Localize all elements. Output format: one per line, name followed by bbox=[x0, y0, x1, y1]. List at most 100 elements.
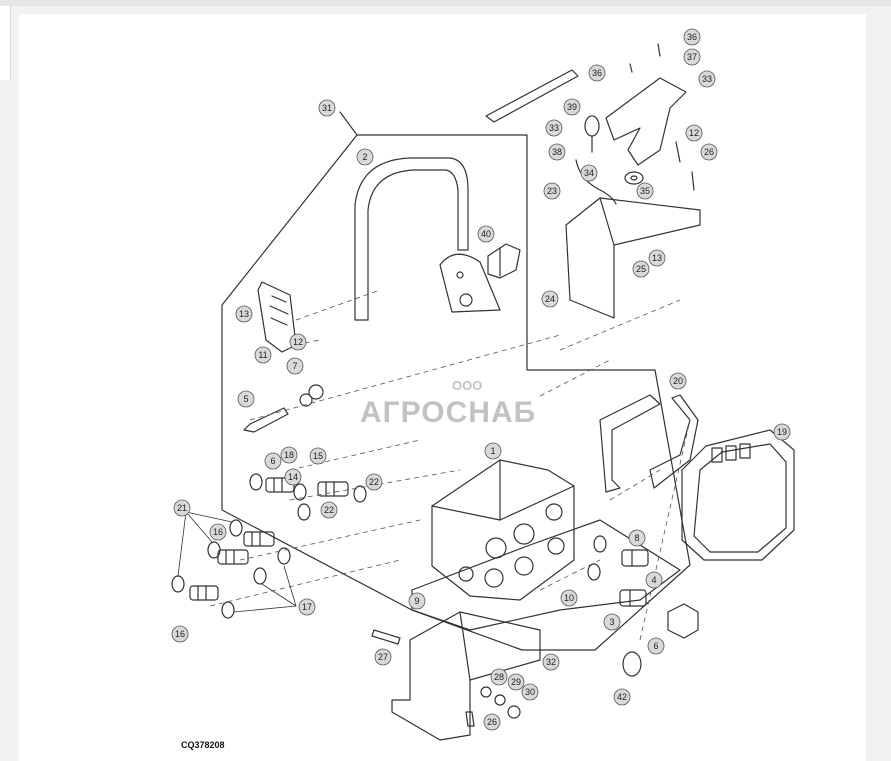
callout-bubble bbox=[264, 452, 282, 470]
callout-label: 29 bbox=[511, 677, 521, 687]
callout-bubble bbox=[700, 143, 718, 161]
callout-18: 18 bbox=[280, 446, 298, 464]
fitting-40 bbox=[487, 243, 521, 279]
fitting-16-lower bbox=[189, 585, 219, 601]
callout-7: 7 bbox=[286, 357, 304, 375]
callout-bubble bbox=[209, 523, 227, 541]
callout-bubble bbox=[171, 625, 189, 643]
callout-bubble bbox=[280, 446, 298, 464]
handle-plate bbox=[439, 253, 501, 313]
callout-16: 16 bbox=[171, 625, 189, 643]
bracket-32 bbox=[391, 611, 541, 741]
callout-bubble bbox=[545, 119, 563, 137]
callout-bubble bbox=[632, 260, 650, 278]
callout-label: 10 bbox=[564, 593, 574, 603]
callout-bubble bbox=[613, 688, 631, 706]
o-ring-42 bbox=[622, 651, 642, 677]
callout-label: 18 bbox=[284, 450, 294, 460]
callout-bubble bbox=[647, 637, 665, 655]
callout-label: 5 bbox=[243, 394, 248, 404]
callout-label: 39 bbox=[567, 102, 577, 112]
callout-bubble bbox=[628, 529, 646, 547]
callout-2: 2 bbox=[356, 148, 374, 166]
callout-label: 31 bbox=[322, 103, 332, 113]
callout-label: 36 bbox=[592, 68, 602, 78]
callout-8: 8 bbox=[628, 529, 646, 547]
callout-6: 6 bbox=[647, 637, 665, 655]
callout-bubble bbox=[284, 468, 302, 486]
seal-20 bbox=[599, 394, 661, 493]
callout-10: 10 bbox=[560, 589, 578, 607]
callout-bubble bbox=[298, 598, 316, 616]
callout-bubble bbox=[374, 648, 392, 666]
callout-bubble bbox=[318, 99, 336, 117]
callout-4: 4 bbox=[645, 571, 663, 589]
callout-label: 16 bbox=[213, 527, 223, 537]
callout-label: 21 bbox=[177, 503, 187, 513]
callout-label: 33 bbox=[549, 123, 559, 133]
callout-label: 14 bbox=[288, 472, 298, 482]
callout-42: 42 bbox=[613, 688, 631, 706]
callout-24: 24 bbox=[541, 290, 559, 308]
watermark-brand: АГРОСНАБ bbox=[360, 396, 537, 429]
callout-bubble bbox=[289, 333, 307, 351]
callout-bubble bbox=[685, 124, 703, 142]
callout-13: 13 bbox=[648, 249, 666, 267]
callout-bubble bbox=[309, 447, 327, 465]
bolt-5 bbox=[243, 407, 289, 433]
callout-bubble bbox=[286, 357, 304, 375]
callout-bubble bbox=[521, 683, 539, 701]
callout-label: 11 bbox=[258, 350, 267, 360]
callout-12: 12 bbox=[289, 333, 307, 351]
callout-6: 6 bbox=[264, 452, 282, 470]
callout-bubble bbox=[588, 64, 606, 82]
callout-32: 32 bbox=[542, 653, 560, 671]
callout-bubble bbox=[490, 668, 508, 686]
callout-39: 39 bbox=[563, 98, 581, 116]
callout-bubble bbox=[543, 182, 561, 200]
callout-label: 32 bbox=[546, 657, 556, 667]
callout-20: 20 bbox=[669, 372, 687, 390]
callout-bubble bbox=[356, 148, 374, 166]
callout-label: 28 bbox=[494, 672, 504, 682]
callout-bubble bbox=[645, 571, 663, 589]
callout-label: 36 bbox=[687, 32, 697, 42]
callout-bubble bbox=[698, 70, 716, 88]
callout-label: 2 bbox=[362, 152, 367, 162]
callout-bubble bbox=[603, 613, 621, 631]
callout-bubble bbox=[173, 499, 191, 517]
fitting-16-mid bbox=[217, 549, 249, 565]
callout-bubble bbox=[237, 390, 255, 408]
callout-label: 26 bbox=[487, 717, 497, 727]
side-panel-edge bbox=[0, 6, 11, 80]
ring-39 bbox=[584, 115, 600, 137]
callout-label: 6 bbox=[270, 456, 275, 466]
callout-label: 22 bbox=[369, 477, 379, 487]
callout-bubble bbox=[683, 48, 701, 66]
callout-label: 27 bbox=[378, 652, 388, 662]
plate-33-bracket bbox=[605, 77, 687, 166]
callout-33: 33 bbox=[698, 70, 716, 88]
callout-label: 15 bbox=[313, 451, 323, 461]
callout-label: 25 bbox=[636, 264, 646, 274]
callout-bubble bbox=[320, 501, 338, 519]
callout-label: 26 bbox=[704, 147, 714, 157]
callout-label: 38 bbox=[552, 147, 562, 157]
callout-29: 29 bbox=[507, 673, 525, 691]
callout-bubble bbox=[580, 164, 598, 182]
callout-16: 16 bbox=[209, 523, 227, 541]
fitting-15 bbox=[317, 481, 349, 497]
assembly-frame-outline bbox=[221, 134, 691, 651]
callout-bubble bbox=[477, 225, 495, 243]
callout-22: 22 bbox=[320, 501, 338, 519]
callout-28: 28 bbox=[490, 668, 508, 686]
callout-label: 13 bbox=[239, 309, 249, 319]
cover-19 bbox=[681, 429, 795, 561]
callout-label: 22 bbox=[324, 505, 334, 515]
callout-36: 36 bbox=[683, 28, 701, 46]
callout-label: 17 bbox=[302, 602, 312, 612]
cable-38 bbox=[575, 159, 617, 205]
bolt-26-lower bbox=[465, 711, 475, 727]
callout-14: 14 bbox=[284, 468, 302, 486]
callout-33: 33 bbox=[545, 119, 563, 137]
